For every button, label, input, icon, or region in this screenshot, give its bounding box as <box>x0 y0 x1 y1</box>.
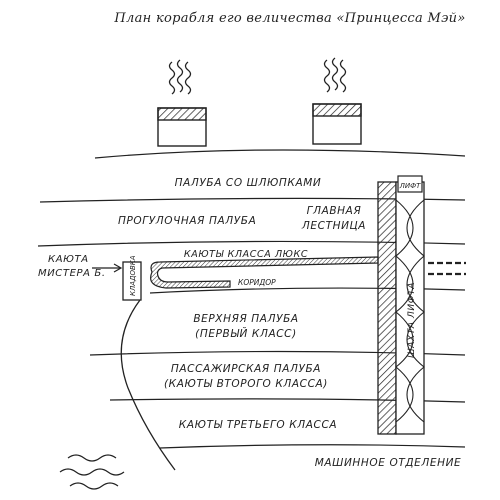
funnel-left <box>157 107 207 147</box>
label-grand-staircase-2: ЛЕСТНИЦА <box>301 220 366 232</box>
label-passenger-deck-2: (КАЮТЫ ВТОРОГО КЛАССА) <box>164 378 328 390</box>
label-corridor: КОРИДОР <box>238 278 276 287</box>
elevator-shaft-label: ШАХТА ЛИФТА <box>407 282 417 358</box>
smoke-left-icon <box>168 59 192 95</box>
corridor-band <box>150 256 379 289</box>
elevator-shaft <box>377 175 425 435</box>
closet-label: КЛАДОВКА <box>129 255 137 296</box>
funnel-right <box>312 103 362 145</box>
label-mr-b-cabin-2: МИСТЕРА Б. <box>38 268 106 279</box>
label-grand-staircase-1: ГЛАВНАЯ <box>307 205 362 217</box>
waves-icon <box>59 454 125 490</box>
label-passenger-deck-1: ПАССАЖИРСКАЯ ПАЛУБА <box>171 363 321 375</box>
label-upper-deck-2: (ПЕРВЫЙ КЛАСС) <box>195 327 297 340</box>
label-engine-room: МАШИННОЕ ОТДЕЛЕНИЕ <box>315 457 462 469</box>
ship-hull <box>120 299 176 471</box>
elevator-car-label: ЛИФТ <box>399 182 422 190</box>
label-upper-deck-1: ВЕРХНЯЯ ПАЛУБА <box>193 313 298 325</box>
label-third-class: КАЮТЫ ТРЕТЬЕГО КЛАССА <box>179 419 337 431</box>
deck-ext-right <box>428 261 466 276</box>
diagram-title: План корабля его величества «Принцесса М… <box>113 11 465 26</box>
mr-b-arrowhead <box>113 263 123 273</box>
label-mr-b-cabin-1: КАЮТА <box>48 254 89 265</box>
label-promenade-deck: ПРОГУЛОЧНАЯ ПАЛУБА <box>118 215 256 227</box>
smoke-right-icon <box>323 57 347 93</box>
label-lux-cabins: КАЮТЫ КЛАССА ЛЮКС <box>184 249 308 260</box>
closet-box <box>122 261 142 301</box>
label-boat-deck: ПАЛУБА СО ШЛЮПКАМИ <box>175 177 322 189</box>
